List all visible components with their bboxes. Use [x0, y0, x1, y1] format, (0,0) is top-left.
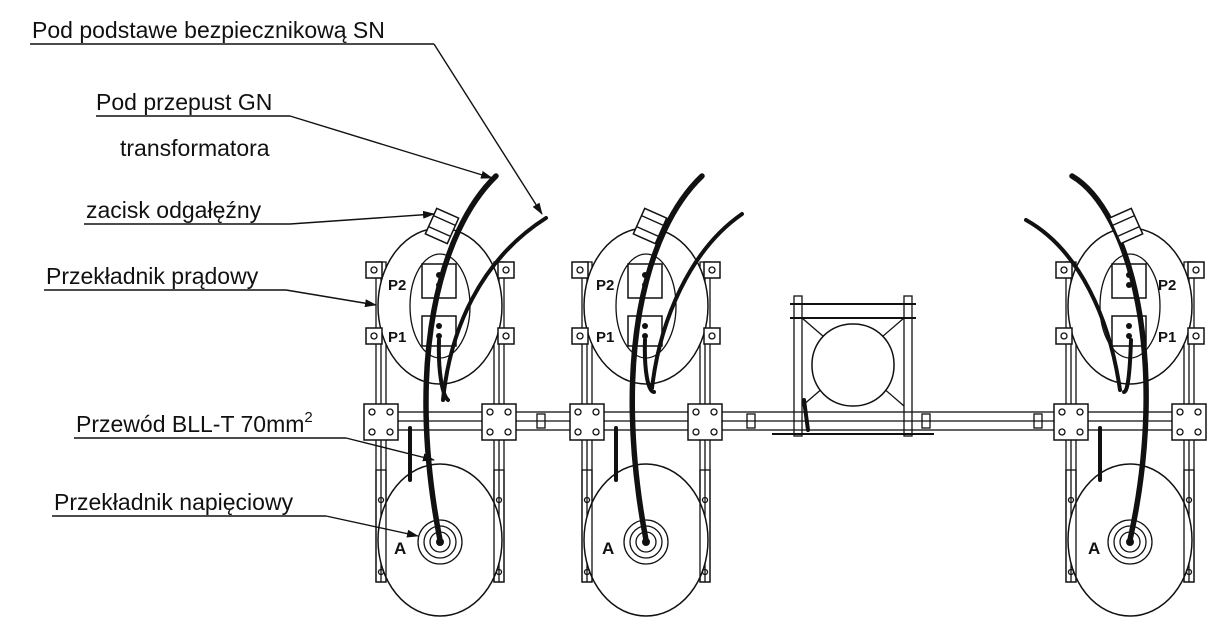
label-bushing-line1: Pod przepust GN — [96, 89, 272, 115]
terminal-p1-right: P1 — [1158, 329, 1176, 346]
phase-right-assembly — [1052, 226, 1208, 618]
label-bushing-line2: transformatora — [120, 135, 270, 161]
terminal-p2-right: P2 — [1158, 277, 1176, 294]
label-cable-superscript: 2 — [304, 409, 312, 426]
center-support — [772, 295, 934, 437]
terminal-p1-middle: P1 — [596, 329, 614, 346]
terminal-a-right: A — [1088, 539, 1100, 558]
leader-lines — [30, 43, 543, 538]
terminal-p2-left: P2 — [388, 277, 406, 294]
label-branch-clamp: zacisk odgałęźny — [86, 197, 262, 223]
terminal-a-middle: A — [602, 539, 614, 558]
annotation-labels: Pod podstawe bezpiecznikową SN Pod przep… — [32, 17, 385, 515]
label-cable-main: Przewód BLL-T 70mm — [76, 411, 304, 437]
branch-clamps — [424, 207, 1144, 245]
terminal-p2-middle: P2 — [596, 277, 614, 294]
terminal-labels: P2 P1 P2 P1 P2 P1 A A A — [388, 277, 1176, 558]
label-current-transformer: Przekładnik prądowy — [46, 263, 259, 289]
cables — [423, 173, 1149, 543]
label-fuse-base: Pod podstawe bezpiecznikową SN — [32, 17, 385, 43]
label-cable: Przewód BLL-T 70mm2 — [76, 409, 313, 437]
label-voltage-transformer: Przekładnik napięciowy — [54, 489, 294, 515]
terminal-p1-left: P1 — [388, 329, 406, 346]
terminal-a-left: A — [394, 539, 406, 558]
